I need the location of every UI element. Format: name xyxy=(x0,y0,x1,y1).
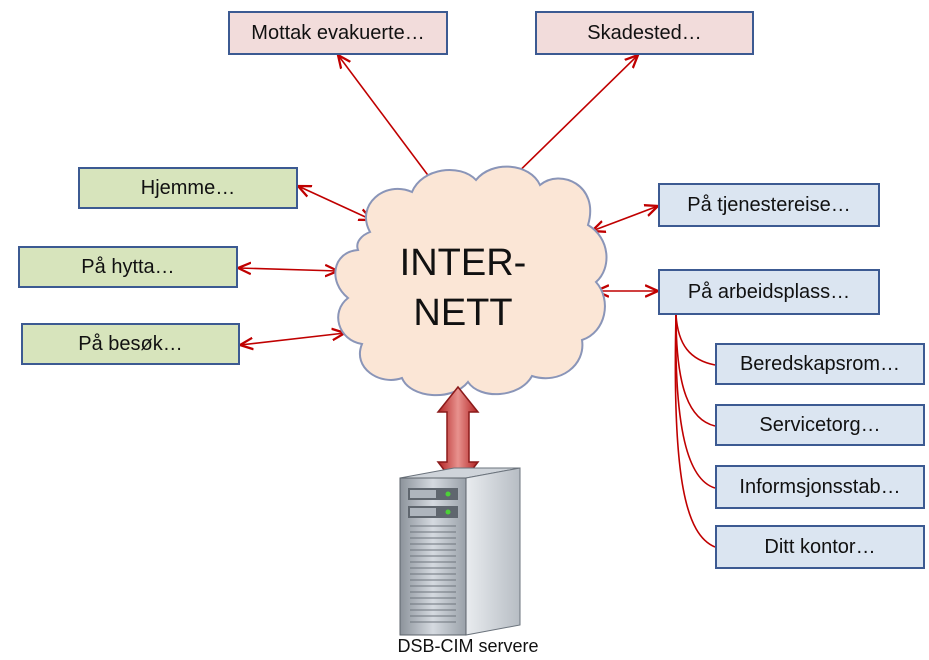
node-mottak-evakuerte: Mottak evakuerte… xyxy=(228,11,448,55)
connector-hjemme xyxy=(298,186,372,220)
node-ditt-kontor: Ditt kontor… xyxy=(715,525,925,569)
cloud-line-2: NETT xyxy=(413,292,513,334)
node-tjenestereise: På tjenestereise… xyxy=(658,183,880,227)
branch-servicetorg xyxy=(675,314,716,427)
connector-mottak xyxy=(338,55,442,194)
connector-besok xyxy=(240,333,345,345)
connector-hytta xyxy=(238,268,338,271)
workplace-branches xyxy=(674,314,716,548)
node-skadested: Skadested… xyxy=(535,11,754,55)
connectors xyxy=(238,55,658,345)
internet-cloud-label: INTER- NETT xyxy=(386,238,540,338)
node-servicetorg: Servicetorg… xyxy=(715,404,925,446)
node-informsjonsstab: Informsjonsstab… xyxy=(715,465,925,509)
node-besok: På besøk… xyxy=(21,323,240,365)
node-hytta: På hytta… xyxy=(18,246,238,288)
node-arbeidsplass: På arbeidsplass… xyxy=(658,269,880,315)
branch-beredskapsrom xyxy=(675,314,716,366)
server-icon xyxy=(399,467,521,636)
branch-ditt-kontor xyxy=(674,314,716,548)
node-hjemme: Hjemme… xyxy=(78,167,298,209)
connector-skadested xyxy=(500,55,638,190)
connector-tjenestereise xyxy=(592,206,658,231)
cloud-line-1: INTER- xyxy=(399,242,527,284)
internet-cloud-shape xyxy=(334,165,608,396)
server-label: DSB-CIM servere xyxy=(397,636,539,656)
node-beredskapsrom: Beredskapsrom… xyxy=(715,343,925,385)
